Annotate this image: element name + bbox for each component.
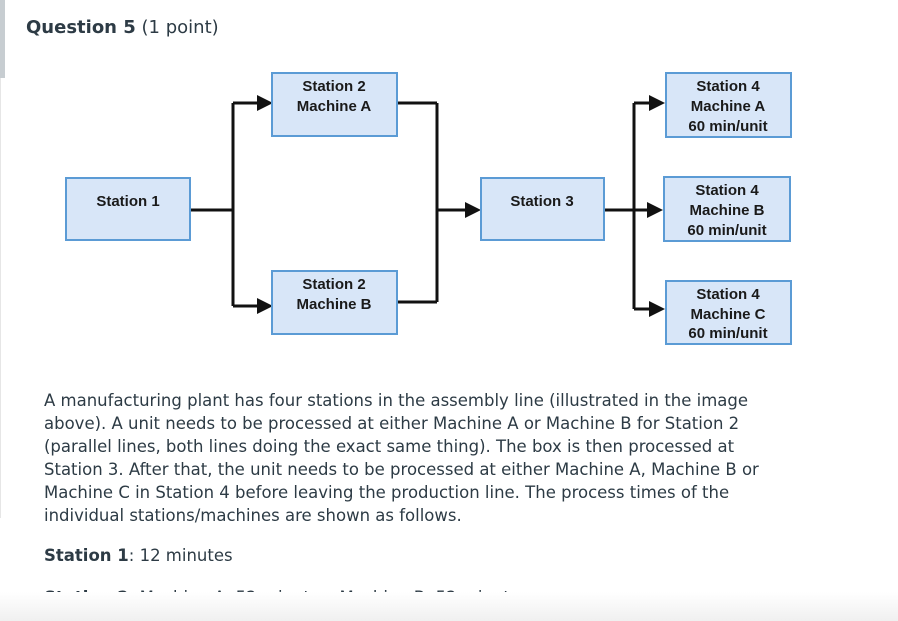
diagram-connectors [191,95,665,317]
arrow-to-s4b [647,202,663,218]
station-1-time-label: Station 1 [44,546,129,565]
left-accent-bar [0,0,5,78]
node-station-4-machine-a: Station 4 Machine A 60 min/unit [665,72,792,138]
node-station-3-label: Station 3 [510,193,573,210]
node-station-2-machine-b: Station 2 Machine B [271,270,398,335]
left-border-rule [0,78,1,518]
node-s4b-line2: Machine B [689,202,764,219]
node-s4b-line1: Station 4 [695,182,759,199]
node-s4a-line3: 60 min/unit [688,118,767,135]
node-s4c-line1: Station 4 [696,286,760,303]
node-s4c-line2: Machine C [690,306,765,323]
bottom-fade [0,592,898,621]
arrow-to-s4a [649,95,665,111]
station-1-time: Station 1: 12 minutes [44,546,233,565]
question-description: A manufacturing plant has four stations … [44,391,759,525]
assembly-line-diagram: Station 1 Station 2 Machine A Station 2 … [65,72,792,345]
node-station-1: Station 1 [65,177,191,241]
arrow-to-s3 [465,202,481,218]
arrow-to-s2a [257,95,273,111]
node-s2a-line1: Station 2 [302,78,365,95]
arrow-to-s2b [257,298,273,314]
node-s4a-line2: Machine A [691,98,766,115]
node-s2b-line1: Station 2 [302,276,365,293]
node-s2a-line2: Machine A [297,98,372,115]
arrow-to-s4c [649,301,665,317]
node-station-3: Station 3 [480,177,605,241]
node-s2b-line2: Machine B [296,296,371,313]
question-title: Question 5 [26,17,136,38]
station-1-time-value: : 12 minutes [128,546,233,565]
node-s4c-line3: 60 min/unit [688,325,767,342]
node-station-2-machine-a: Station 2 Machine A [271,72,398,137]
question-header: Question 5 (1 point) [26,17,219,38]
node-s4a-line1: Station 4 [696,78,760,95]
question-points: (1 point) [141,17,219,38]
node-station-4-machine-c: Station 4 Machine C 60 min/unit [665,280,792,345]
node-station-4-machine-b: Station 4 Machine B 60 min/unit [663,176,791,242]
node-station-1-label: Station 1 [96,193,159,210]
node-s4b-line3: 60 min/unit [687,222,766,239]
